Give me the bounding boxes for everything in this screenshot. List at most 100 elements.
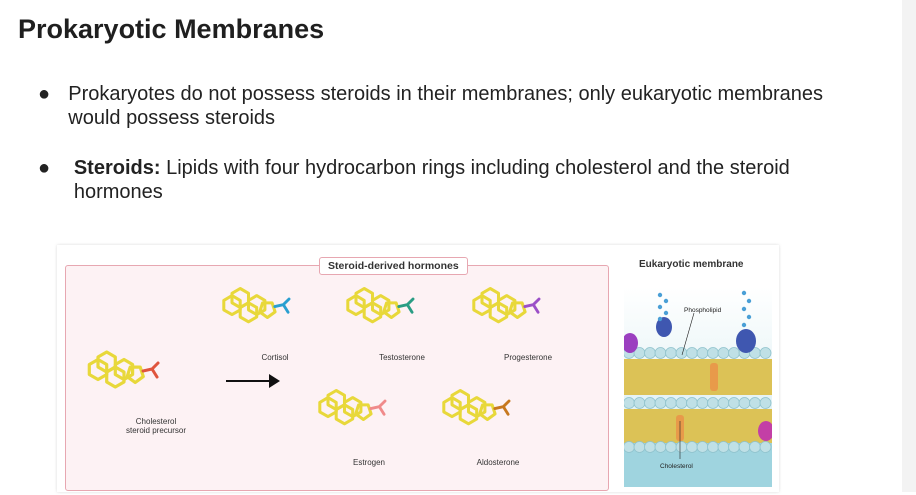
hydrocarbon-ring [113,357,135,382]
estrogen-molecule [318,388,387,426]
functional-group [397,297,415,314]
membrane-illustration [624,287,772,487]
hydrocarbon-ring [222,294,242,317]
phospholipid-head [654,397,667,409]
cholesterol-label-line2: steroid precursor [125,426,187,435]
phospholipid-head [717,347,730,359]
phospholipid-head [728,397,740,409]
functional-group [369,399,387,416]
bullet-bold-term: Steroids: [73,157,161,179]
hydrocarbon-ring [105,365,126,389]
bullet-list: ● Prokaryotes do not possess steroids in… [38,82,838,230]
progesterone-label: Progesterone [503,353,553,362]
hydrocarbon-ring [442,396,462,419]
hydrocarbon-ring [496,294,517,317]
phospholipid-head [696,397,709,409]
functional-group [523,297,541,314]
hydrocarbon-ring [362,301,383,324]
pentagon-ring [354,403,373,422]
sugar-chain-bead [741,290,747,296]
membrane-protein [624,333,638,353]
phospholipid-head [675,397,688,409]
phospholipid-head [644,347,656,359]
lipid-tail-layer-bottom [624,409,772,443]
bullet-text: Prokaryotes do not possess steroids in t… [68,82,838,130]
phospholipid-head [644,441,656,453]
phospholipid-head [624,441,635,453]
hormones-box-title: Steroid-derived hormones [319,257,468,275]
membrane-title: Eukaryotic membrane [639,259,744,270]
cortisol-label: Cortisol [261,353,289,362]
pentagon-ring [382,301,401,320]
hydrocarbon-ring [488,301,509,324]
sugar-chain-bead [663,310,669,316]
phospholipid-head [738,441,751,453]
hydrocarbon-ring [318,396,338,419]
cholesterol-molecule [710,363,718,391]
phospholipid-head [686,347,698,359]
cortisol-molecule [222,286,291,324]
hydrocarbon-ring [238,301,259,324]
phospholipid-head [707,397,719,409]
phospholipid-head [717,441,730,453]
pentagon-ring [508,301,527,320]
slide-title: Prokaryotic Membranes [18,14,325,44]
hydrocarbon-ring [346,294,366,317]
phospholipid-head [696,441,709,453]
phospholipid-head [696,347,709,359]
glycoprotein [656,317,672,337]
conversion-arrow [226,374,280,388]
phospholipid-head [665,347,677,359]
functional-group [141,361,160,379]
phospholipid-head [707,441,719,453]
pentagon-ring [478,403,497,422]
hydrocarbon-ring [246,294,267,317]
hydrocarbon-ring [87,357,109,382]
phospholipid-head [686,397,698,409]
bullet-item: ● Prokaryotes do not possess steroids in… [38,82,838,130]
hydrocarbon-ring [458,403,479,426]
phospholipid-head [749,441,761,453]
sugar-chain-bead [741,306,747,312]
cholesterol-molecule [87,350,160,389]
phospholipid-head [644,397,656,409]
pentagon-ring [258,301,277,320]
aldosterone-molecule [442,388,511,426]
pentagon-ring [125,365,145,385]
hydrocarbon-ring [472,294,492,317]
phospholipid-head [707,347,719,359]
scrollbar-strip [902,0,916,492]
phospholipid-head [759,397,772,409]
lipid-tail-layer-top [624,359,772,395]
phospholipid-head [633,441,646,453]
phospholipid-head [665,441,677,453]
aldosterone-label: Aldosterone [476,458,520,467]
sugar-chain-bead [741,322,747,328]
phospholipid-head [654,441,667,453]
functional-group [493,399,511,416]
sugar-chain-bead [746,298,752,304]
phospholipid-head [654,347,667,359]
bullet-item: ● Steroids: Lipids with four hydrocarbon… [38,156,838,204]
bullet-text-body: Lipids with four hydrocarbon rings inclu… [73,157,790,203]
sugar-chain-bead [657,292,663,298]
sugar-chain-bead [663,298,669,304]
phospholipid-head [686,441,698,453]
bullet-text: Steroids: Lipids with four hydrocarbon r… [74,156,838,204]
sugar-chain-bead [657,304,663,310]
bullet-dot: ● [38,157,51,179]
phospholipid-head [633,397,646,409]
phospholipid-head [624,397,635,409]
phospholipid-pointer [681,312,695,356]
cholesterol-label-line1: Cholesterol [135,417,177,426]
phospholipid-head [728,347,740,359]
phospholipid-head [728,441,740,453]
bullet-dot: ● [38,83,51,105]
cholesterol-label: Cholesterol steroid precursor [111,417,201,435]
phospholipid-head [675,347,688,359]
phospholipid-head [665,397,677,409]
phospholipid-label: Phospholipid [684,307,722,314]
hydrocarbon-ring [342,396,363,419]
phospholipid-head [759,347,772,359]
hydrocarbon-ring [370,294,391,317]
